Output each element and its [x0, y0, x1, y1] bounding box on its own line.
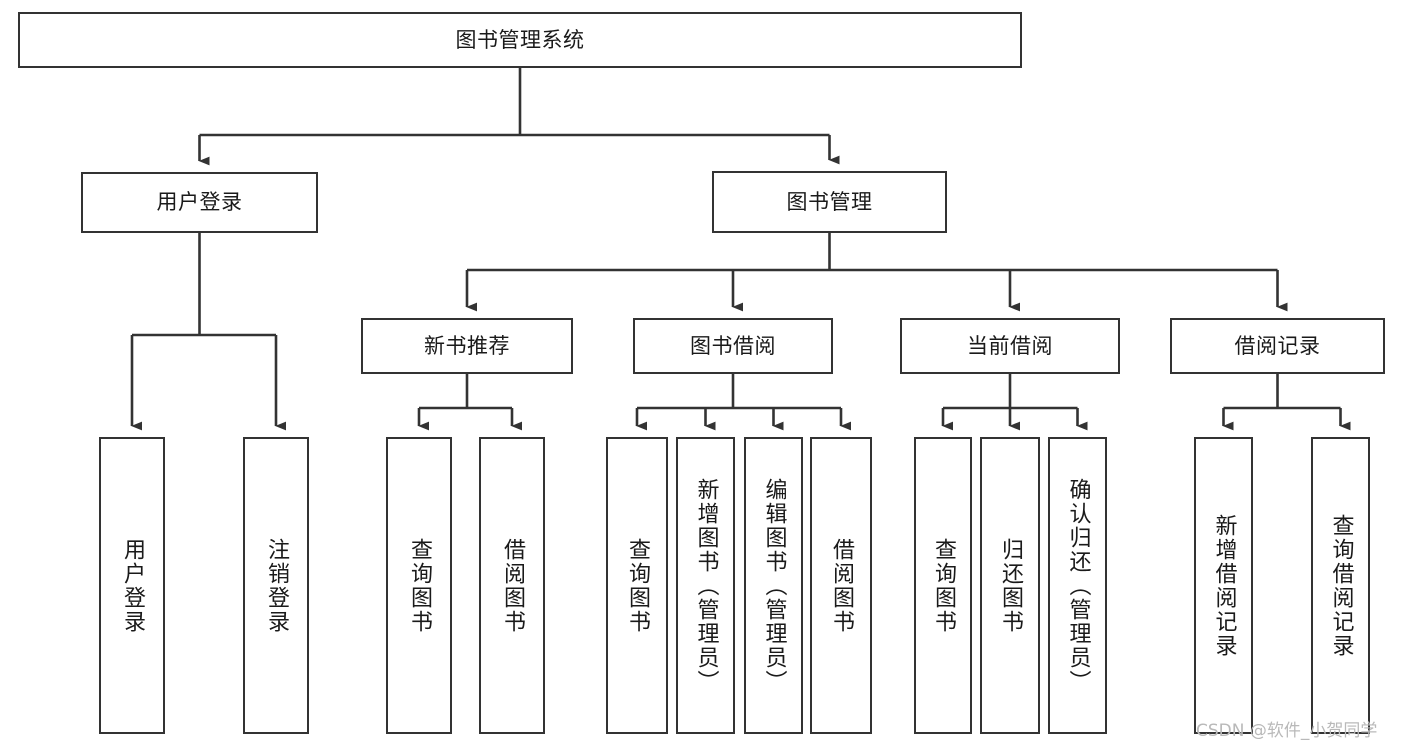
- node-label: 借阅记录: [1234, 333, 1321, 358]
- node-label: 确认归还（管理员）: [1065, 477, 1091, 694]
- leaf-borrow-query-book[interactable]: 查询图书: [606, 437, 668, 734]
- leaf-newbook-query-book[interactable]: 查询图书: [386, 437, 452, 734]
- node-book-borrow[interactable]: 图书借阅: [633, 318, 833, 374]
- node-label: 当前借阅: [967, 333, 1053, 358]
- node-label: 注销登录: [264, 537, 289, 634]
- node-label: 借阅图书: [500, 537, 525, 634]
- node-root[interactable]: 图书管理系统: [18, 12, 1022, 68]
- node-label: 查询图书: [407, 537, 432, 634]
- node-current-borrow[interactable]: 当前借阅: [900, 318, 1120, 374]
- node-user-login[interactable]: 用户登录: [81, 172, 318, 233]
- node-label: 编辑图书（管理员）: [761, 477, 787, 694]
- node-label: 借阅图书: [829, 537, 854, 634]
- node-label: 图书管理系统: [455, 27, 585, 52]
- node-label: 用户登录: [156, 190, 243, 215]
- node-label: 查询借阅记录: [1328, 513, 1354, 658]
- leaf-borrow-borrow-book[interactable]: 借阅图书: [810, 437, 872, 734]
- node-label: 用户登录: [120, 537, 145, 634]
- leaf-records-add-record[interactable]: 新增借阅记录: [1194, 437, 1253, 734]
- node-label: 归还图书: [998, 537, 1023, 634]
- leaf-user-logout[interactable]: 注销登录: [243, 437, 309, 734]
- node-borrow-records[interactable]: 借阅记录: [1170, 318, 1385, 374]
- leaf-borrow-add-book-admin[interactable]: 新增图书（管理员）: [676, 437, 735, 734]
- node-label: 查询图书: [931, 537, 956, 634]
- leaf-current-query-book[interactable]: 查询图书: [914, 437, 972, 734]
- leaf-newbook-borrow-book[interactable]: 借阅图书: [479, 437, 545, 734]
- node-label: 新增借阅记录: [1211, 513, 1237, 658]
- leaf-borrow-edit-book-admin[interactable]: 编辑图书（管理员）: [744, 437, 803, 734]
- leaf-records-query-record[interactable]: 查询借阅记录: [1311, 437, 1370, 734]
- leaf-current-confirm-return-admin[interactable]: 确认归还（管理员）: [1048, 437, 1107, 734]
- watermark: CSDN @软件_小贺同学: [1196, 721, 1378, 741]
- node-label: 图书借阅: [690, 333, 776, 358]
- node-book-management[interactable]: 图书管理: [712, 171, 947, 233]
- node-label: 图书管理: [786, 189, 873, 214]
- leaf-current-return-book[interactable]: 归还图书: [980, 437, 1040, 734]
- leaf-user-login[interactable]: 用户登录: [99, 437, 165, 734]
- node-new-book-recommend[interactable]: 新书推荐: [361, 318, 573, 374]
- node-label: 新增图书（管理员）: [693, 477, 719, 694]
- node-label: 新书推荐: [424, 333, 510, 358]
- node-label: 查询图书: [625, 537, 650, 634]
